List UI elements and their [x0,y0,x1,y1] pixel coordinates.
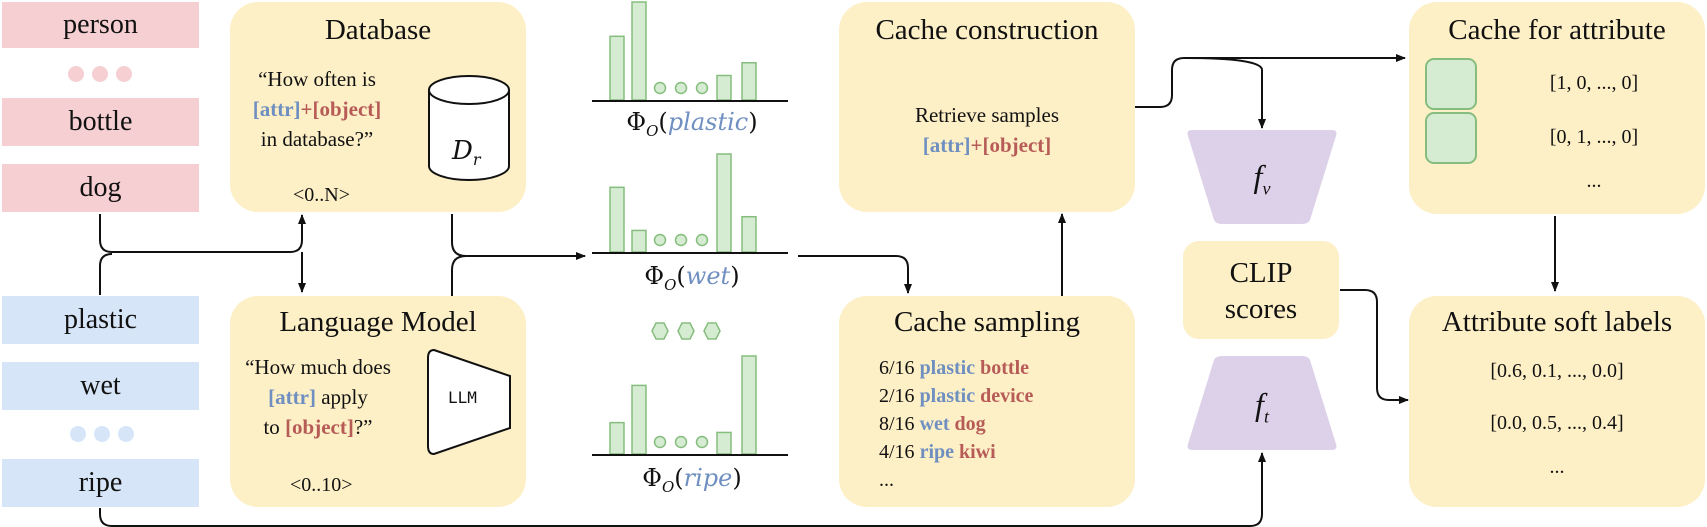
histogram-bar [716,153,732,253]
histogram-plastic [592,1,788,102]
object-label-bottle: bottle [2,98,199,146]
histogram-bar [741,355,757,455]
database-title: Database [324,14,432,46]
attribute-label-wet: wet [2,362,199,410]
histogram-label-wet: ΦO(wet) [644,262,740,294]
histogram-bar [695,81,709,95]
language-model-title: Language Model [279,306,477,338]
database-symbol: Dr [452,136,481,170]
histogram-bar [653,233,667,247]
histogram-bar [631,384,647,455]
arrow-lm-out [451,255,467,296]
llm-label: LLM [448,388,477,407]
histogram-bar [716,431,732,455]
soft-label-vector: [0.6, 0.1, ..., 0.0] [1490,360,1624,382]
list-item: ... [879,469,894,491]
histogram-wet [592,153,788,254]
language-model-panel: Language Model “How much does [attr] app… [230,296,526,507]
cache-vector: [0, 1, ..., 0] [1549,126,1639,148]
histogram-ellipsis-hexagons [651,322,721,340]
arrow-histogram-to-sampling [798,255,912,294]
list-item: 4/16 ripe kiwi [879,441,996,463]
soft-labels-panel: Attribute soft labels [0.6, 0.1, ..., 0.… [1409,296,1705,507]
database-range: <0..N> [293,184,351,206]
list-item: 6/16 plastic bottle [879,357,1030,379]
attribute-label-ripe: ripe [2,459,199,507]
cache-construction-title: Cache construction [875,14,1099,46]
arrow-database-out [451,214,586,260]
histogram-bar [695,233,709,247]
histogram-bar [674,233,688,247]
language-model-question: “How much does [attr] apply to [object]?… [245,355,391,439]
histogram-bar [741,215,757,253]
attribute-label-plastic: plastic [2,296,199,344]
histogram-bar [653,81,667,95]
histogram-ripe [592,355,788,456]
clip-scores-box: CLIP scores [1183,241,1339,339]
histogram-bar [609,35,625,101]
list-item: 8/16 wet dog [879,413,986,435]
histogram-bar [741,62,757,101]
attribute-ellipsis-dots [70,426,134,442]
database-panel: Database “How often is [attr]+[object] i… [230,2,526,212]
arrow-construction-to-cache [1135,54,1406,108]
soft-labels-title: Attribute soft labels [1441,306,1673,338]
cache-construction-panel: Cache construction Retrieve samples [att… [839,2,1135,212]
database-question: “How often is [attr]+[object] in databas… [252,67,382,151]
language-model-range: <0..10> [290,474,353,496]
arrow-construction-to-fv [1183,57,1266,129]
text-encoder-shape [1187,356,1337,450]
cache-image-tile [1425,58,1477,110]
soft-label-ellipsis: ... [1549,456,1565,478]
cache-sampling-title: Cache sampling [893,306,1081,338]
histogram-bar [695,435,709,449]
text-encoder-symbol: ft [1255,386,1269,427]
cache-image-tile [1425,112,1477,164]
cache-construction-text: Retrieve samples [attr]+[object] [914,103,1060,157]
histogram-bar [716,74,732,101]
histogram-bar [609,186,625,253]
object-label-dog: dog [2,164,199,212]
list-item: 2/16 plastic device [879,385,1034,407]
clip-scores-text: CLIP scores [1224,257,1298,325]
histogram-label-plastic: ΦO(plastic) [626,108,758,140]
histogram-bar [674,435,688,449]
object-label-person: person [2,2,199,48]
histogram-bar [631,229,647,253]
histogram-bar [674,81,688,95]
histogram-label-ripe: ΦO(ripe) [642,464,742,496]
histogram-bar [609,421,625,455]
histogram-bar [631,1,647,101]
cache-sampling-list: 6/16 plastic bottle 2/16 plastic device … [879,354,1033,494]
database-cylinder-icon [428,75,510,181]
object-ellipsis-dots [68,66,132,82]
arrow-plastic-up [99,253,113,295]
cache-attribute-panel: Cache for attribute [1, 0, ..., 0] [0, 1… [1409,2,1705,214]
cache-sampling-panel: Cache sampling 6/16 plastic bottle 2/16 … [839,296,1135,507]
arrow-ripe-to-ft [99,452,1266,527]
visual-encoder-shape [1187,130,1337,224]
cache-ellipsis: ... [1586,170,1602,192]
llm-trapezoid-icon [427,348,511,456]
arrow-clip-to-soft-labels [1340,289,1409,404]
cache-vector: [1, 0, ..., 0] [1549,72,1639,94]
visual-encoder-symbol: fv [1253,158,1271,199]
arrow-dog-to-database [99,214,306,253]
cache-attribute-title: Cache for attribute [1448,14,1666,46]
histogram-bar [653,435,667,449]
soft-label-vector: [0.0, 0.5, ..., 0.4] [1490,412,1624,434]
